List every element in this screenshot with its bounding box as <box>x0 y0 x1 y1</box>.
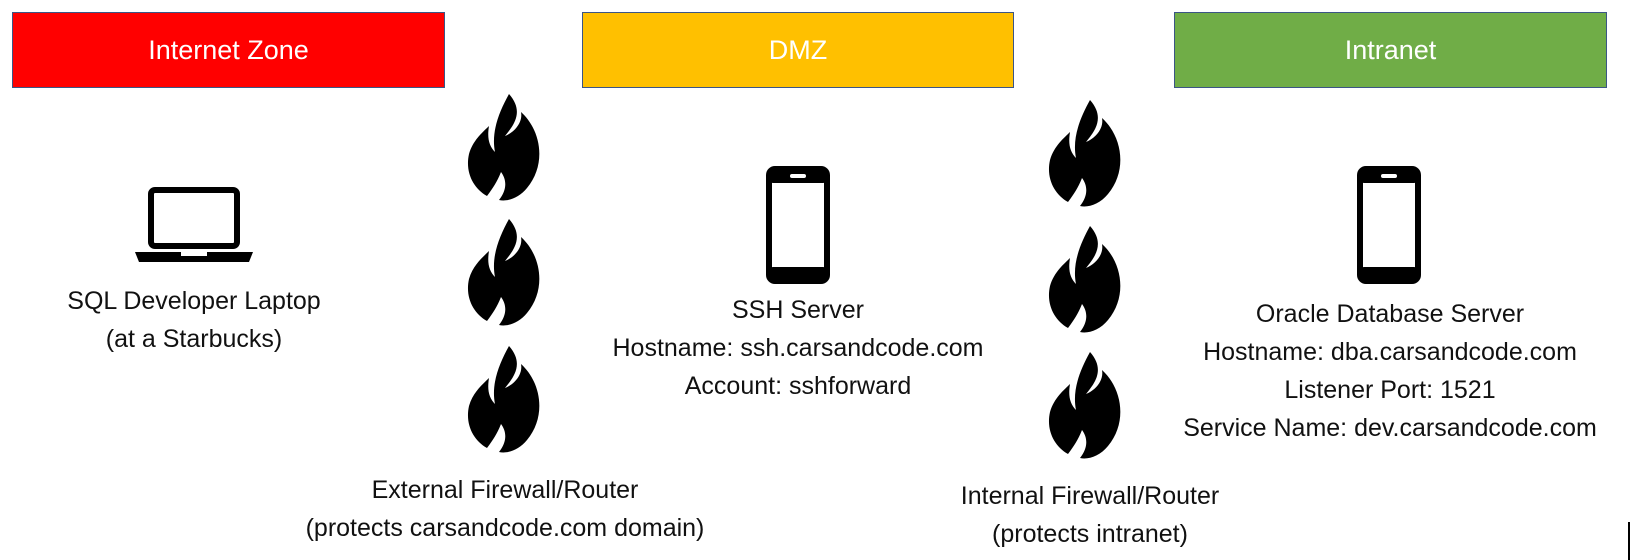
fire-icon <box>1046 98 1126 208</box>
external-firewall-label: External Firewall/Router (protects carsa… <box>305 476 705 542</box>
mobile-phone-icon <box>1357 166 1421 284</box>
internal-firewall-label: Internal Firewall/Router (protects intra… <box>960 482 1220 548</box>
intranet-zone-header: Intranet <box>1174 12 1607 88</box>
fire-icon <box>1046 350 1126 460</box>
mobile-phone-icon <box>766 166 830 284</box>
dmz-zone-header: DMZ <box>582 12 1014 88</box>
laptop-label: SQL Developer Laptop (at a Starbucks) <box>67 287 321 353</box>
fire-icon <box>1046 224 1126 334</box>
text-cursor <box>1628 522 1630 560</box>
ssh-server-label: SSH Server Hostname: ssh.carsandcode.com… <box>612 296 984 400</box>
laptop-icon <box>133 186 255 264</box>
db-server-label: Oracle Database Server Hostname: dba.car… <box>1183 300 1597 442</box>
fire-icon <box>465 217 545 327</box>
internet-zone-header: Internet Zone <box>12 12 445 88</box>
fire-icon <box>465 92 545 202</box>
fire-icon <box>465 344 545 454</box>
